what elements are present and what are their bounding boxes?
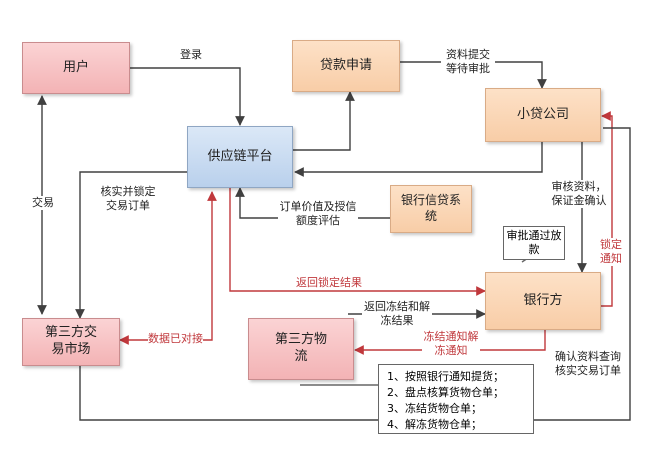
node-platform-label: 供应链平台 (207, 148, 273, 164)
node-market-label: 第三方交易市场 (44, 325, 97, 357)
arrow-lock-notice (600, 111, 613, 307)
node-logistics-label: 第三方物流 (275, 332, 328, 364)
node-loan-application-label: 贷款申请 (319, 57, 372, 73)
label-order-valuation: 订单价值及授信额度评估 (278, 200, 358, 228)
label-return-freeze: 返回冻结和解冻结果 (362, 300, 432, 328)
arrow-microloan-to-platform (294, 142, 543, 177)
logistics-notes: 1、按照银行通知提货； 2、盘点核算货物仓单； 3、冻结货物仓单； 4、解冻货物… (378, 364, 534, 434)
node-microloan-company-label: 小贷公司 (516, 106, 569, 122)
node-market: 第三方交易市场 (22, 318, 120, 366)
approval-callout: 审批通过放款 (503, 226, 565, 260)
label-login: 登录 (180, 48, 202, 61)
arrow-verify-lock (75, 171, 190, 319)
node-user-label: 用户 (62, 59, 89, 75)
label-submit-docs: 资料提交等待审批 (441, 48, 495, 76)
node-loan-application: 贷款申请 (292, 40, 400, 92)
label-verify-lock: 核实并锁定交易订单 (96, 185, 160, 213)
node-bank-credit-system-label: 银行信贷系统 (400, 193, 461, 223)
label-confirm-docs: 确认资料查询核实交易订单 (555, 350, 621, 378)
note-item: 2、盘点核算货物仓单； (387, 385, 504, 399)
arrow-to-loan (293, 91, 355, 151)
node-user: 用户 (22, 42, 130, 94)
label-return-lock: 返回锁定结果 (296, 276, 362, 289)
arrow-confirm-docs (79, 127, 631, 421)
label-trade: 交易 (28, 196, 58, 210)
arrow-return-lock (229, 188, 486, 296)
note-item: 4、解冻货物仓单； (387, 417, 482, 431)
arrow-freeze-notice (354, 330, 546, 355)
arrow-login (130, 67, 245, 126)
approval-callout-text: 审批通过放款 (506, 229, 562, 256)
label-data-connected: 数据已对接 (148, 332, 203, 346)
node-bank: 银行方 (485, 272, 601, 330)
arrow-data-connected (119, 191, 217, 345)
note-item: 1、按照银行通知提货； (387, 370, 504, 383)
label-lock-notice: 锁定通知 (598, 238, 624, 266)
label-review-docs: 审核资料，保证金确认 (548, 180, 610, 208)
note-item: 3、冻结货物仓单； (387, 401, 482, 415)
node-platform: 供应链平台 (187, 126, 293, 188)
label-freeze-notice: 冻结通知解冻通知 (422, 330, 480, 358)
node-bank-label: 银行方 (523, 292, 563, 308)
node-microloan-company: 小贷公司 (485, 88, 601, 142)
node-logistics: 第三方物流 (248, 318, 354, 380)
node-bank-credit-system: 银行信贷系统 (390, 185, 472, 233)
